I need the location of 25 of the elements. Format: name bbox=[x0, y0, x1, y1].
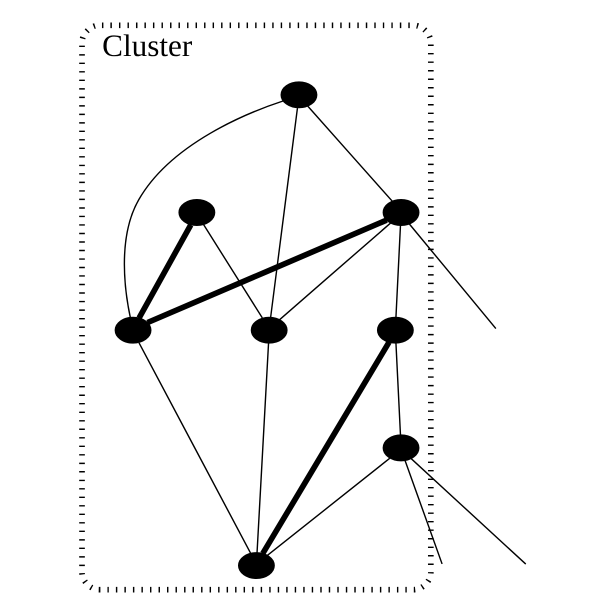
node-circle bbox=[280, 81, 317, 108]
connector bbox=[256, 343, 269, 553]
connector bbox=[394, 343, 401, 436]
connector bbox=[410, 458, 526, 565]
connector bbox=[146, 217, 388, 326]
node-circle bbox=[382, 434, 419, 462]
connector bbox=[278, 222, 391, 320]
connector bbox=[408, 224, 496, 329]
node-circle bbox=[382, 199, 419, 226]
connector bbox=[306, 106, 392, 202]
connector bbox=[260, 340, 391, 555]
node-circle bbox=[114, 316, 151, 344]
node-circle bbox=[237, 552, 274, 580]
connector bbox=[138, 342, 251, 554]
connector bbox=[136, 224, 193, 320]
connector bbox=[269, 108, 298, 318]
connector bbox=[266, 458, 390, 556]
node-circle bbox=[376, 316, 414, 344]
connector bbox=[404, 460, 442, 564]
cluster: Cluster bbox=[78, 22, 434, 592]
connector bbox=[394, 225, 401, 318]
connector bbox=[202, 224, 262, 318]
node-circle bbox=[178, 199, 215, 226]
node-circle bbox=[250, 316, 288, 344]
connector bbox=[123, 100, 283, 318]
